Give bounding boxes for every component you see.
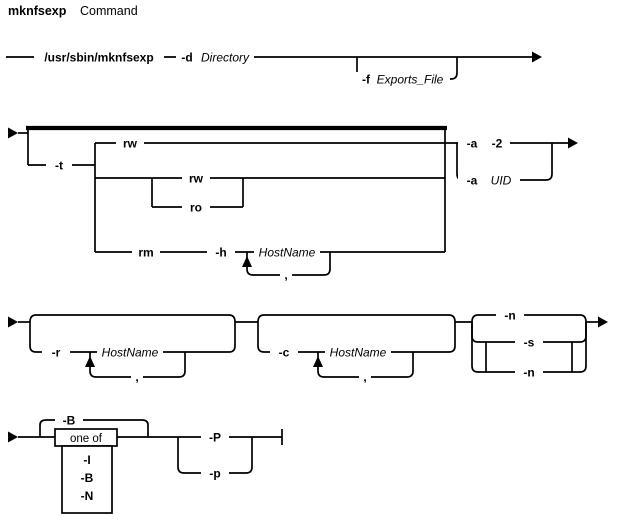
flow-arrow-right-icon [568, 137, 578, 149]
flow-arrow-right-icon [532, 51, 542, 63]
n-option-label: -n [523, 366, 534, 380]
c-flag-label: -c [279, 346, 290, 360]
text-bg [34, 50, 164, 64]
rail-row-4: -B one of -I -B -N -P -p [8, 413, 283, 514]
c-hostname-param-label: HostName [330, 346, 387, 360]
repeat-arrow-up-icon [313, 356, 323, 367]
n-option-label: -N [81, 489, 94, 503]
a-flag-label: -a [467, 174, 478, 188]
text-bg [42, 345, 70, 359]
text-bg [515, 335, 543, 349]
command-title-suffix: Command [80, 4, 138, 18]
text-bg [182, 171, 210, 185]
text-bg [496, 308, 524, 322]
b-default-label: -B [63, 414, 76, 428]
hostname-param-label: HostName [259, 246, 316, 260]
flow-arrow-right-icon [8, 431, 18, 443]
t-flag-label: -t [55, 159, 63, 173]
text-bg [458, 136, 510, 150]
repeat-comma-label: , [363, 370, 366, 384]
text-bg [201, 430, 229, 444]
a-default-value-label: -2 [492, 137, 503, 151]
one-of-options-box [61, 445, 113, 514]
diagram-title: mknfsexp Command [8, 4, 138, 18]
r-flag-label: -r [52, 346, 61, 360]
command-path-label: /usr/sbin/mknfsexp [44, 51, 153, 65]
r-bypass-line [29, 314, 236, 323]
rail-row-3: -r HostName , -c HostName , -n -s -n [8, 308, 608, 384]
repeat-arrow-up-icon [85, 356, 95, 367]
i-option-label: -I [83, 453, 90, 467]
text-bg [254, 245, 320, 259]
text-bg [201, 466, 229, 480]
text-bg [270, 345, 298, 359]
rm-option-label: rm [138, 246, 153, 260]
text-bg [182, 200, 210, 214]
r-hostname-param-label: HostName [102, 346, 159, 360]
b-option-label: -B [81, 471, 94, 485]
d-flag-label: -d [181, 51, 192, 65]
text-bg [207, 245, 235, 259]
rw-default-label: rw [123, 137, 138, 151]
p-upper-label: -P [209, 431, 221, 445]
rail-row-2: -t rw rw ro rm -h HostName , -a -2 -a UI… [8, 125, 578, 282]
text-bg [55, 413, 83, 427]
b-default-branch [39, 419, 149, 437]
f-flag-label: -f [362, 73, 371, 87]
a-flag-default-label: -a [467, 137, 478, 151]
directory-param-label: Directory [201, 51, 250, 65]
flow-arrow-right-icon [598, 316, 608, 328]
repeat-comma-label: , [284, 268, 287, 282]
text-bg [131, 369, 143, 383]
c-bypass-line [257, 314, 456, 323]
ro-option-label: ro [190, 201, 202, 215]
rail-row-1: /usr/sbin/mknfsexp -d Directory -f Expor… [6, 50, 542, 87]
repeat-arrow-up-icon [242, 256, 252, 267]
text-bg [116, 136, 144, 150]
n-default-branch [471, 314, 587, 323]
s-option-label: -s [524, 336, 535, 350]
text-bg [280, 267, 292, 281]
n-default-label: -n [504, 309, 515, 323]
rw-option-label: rw [189, 172, 204, 186]
uid-param-label: UID [491, 174, 512, 188]
text-bg [176, 50, 254, 64]
text-bg [46, 158, 72, 172]
text-bg [458, 173, 520, 187]
flow-arrow-right-icon [8, 316, 18, 328]
text-bg [132, 245, 160, 259]
text-bg [515, 365, 543, 379]
flow-arrow-right-icon [8, 127, 18, 139]
exports-file-param-label: Exports_File [377, 73, 444, 87]
h-flag-label: -h [215, 246, 226, 260]
text-bg [325, 345, 391, 359]
p-lower-label: -p [209, 467, 220, 481]
command-name-title: mknfsexp [8, 4, 67, 18]
text-bg [359, 369, 371, 383]
repeat-comma-label: , [135, 370, 138, 384]
text-bg [97, 345, 163, 359]
one-of-label: one of [70, 433, 103, 445]
text-bg [356, 72, 450, 86]
